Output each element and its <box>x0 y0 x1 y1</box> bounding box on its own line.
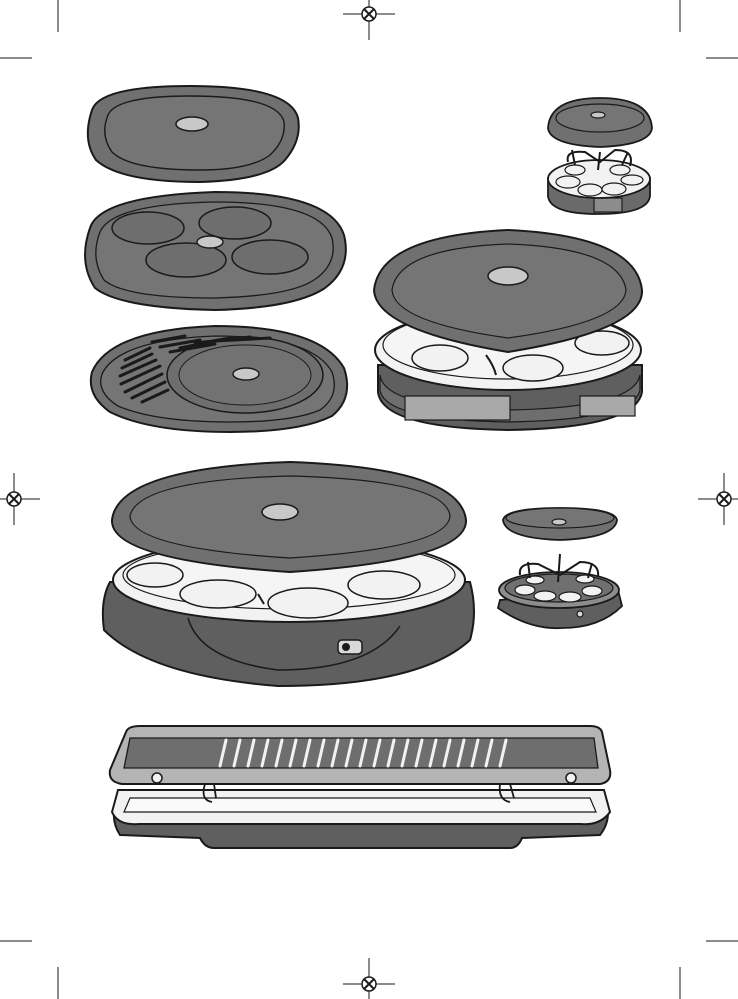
mini-raclette-appliance <box>498 508 622 628</box>
registration-mark-right <box>698 473 738 525</box>
plain-plate-lid <box>88 86 299 182</box>
registration-mark-bottom <box>343 958 395 999</box>
large-raclette-appliance <box>103 462 474 686</box>
registration-mark-left <box>0 473 40 525</box>
power-switch-icon <box>338 640 362 654</box>
long-grill-appliance <box>110 726 611 848</box>
four-crepe-plate <box>85 192 346 310</box>
mini-raclette-stack-small <box>548 98 652 214</box>
grill-griddle-plate <box>91 326 347 432</box>
registration-mark-top <box>343 0 395 40</box>
raclette-tray-stack <box>374 230 642 430</box>
